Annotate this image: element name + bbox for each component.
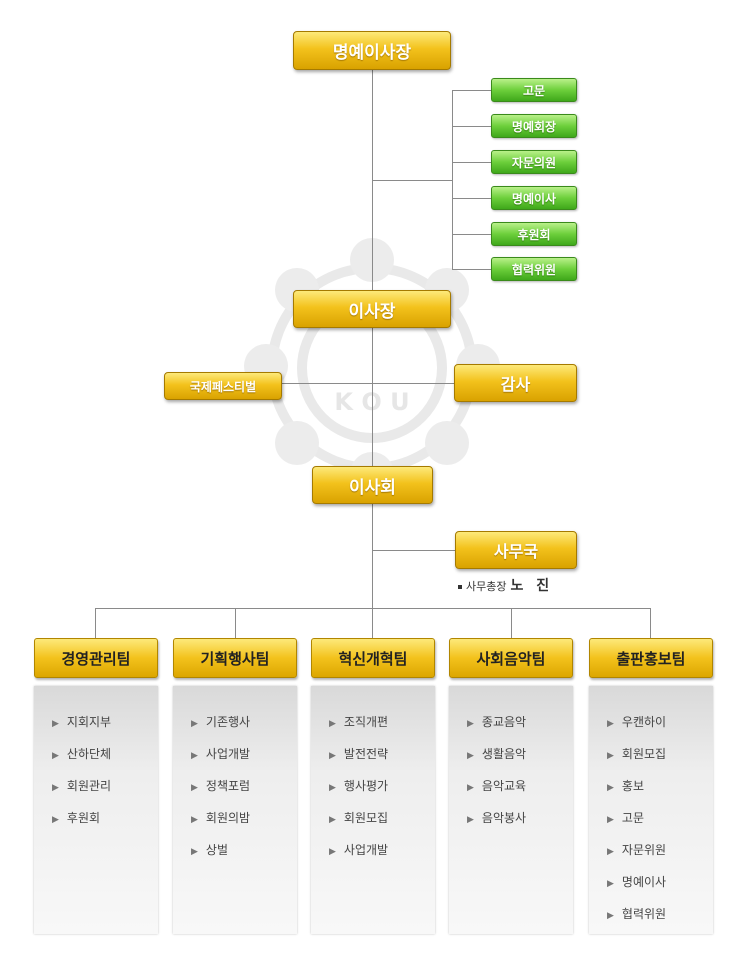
list-item: 회원관리 [52,770,158,802]
list-item: 지회지부 [52,706,158,738]
team-list-publishing-pr: 우캔하이 회원모집 홍보 고문 자문위원 명예이사 협력위원 [589,686,713,934]
list-item: 음악교육 [467,770,573,802]
connector-line [452,90,453,270]
list-item: 우캔하이 [607,706,713,738]
connector-line [452,162,492,163]
team-list-innovation: 조직개편 발전전략 행사평가 회원모집 사업개발 [311,686,435,934]
list-item: 회원모집 [607,738,713,770]
chairman-box: 이사장 [293,290,451,328]
list-item: 사업개발 [191,738,297,770]
secretary-general-name: 노 진 [510,578,554,594]
international-festival-box: 국제페스티벌 [164,372,282,400]
list-item: 발전전략 [329,738,435,770]
list-item: 회원의밤 [191,802,297,834]
team-list-planning: 기존행사 사업개발 정책포럼 회원의밤 상벌 [173,686,297,934]
list-item: 기존행사 [191,706,297,738]
secretariat-box: 사무국 [455,531,577,569]
connector-line [452,126,492,127]
team-header-planning: 기획행사팀 [173,638,297,678]
list-item: 자문위원 [607,834,713,866]
list-item: 명예이사 [607,866,713,898]
list-item: 홍보 [607,770,713,802]
connector-line [95,608,96,638]
advisory-box-honorary-president: 명예회장 [491,114,577,138]
connector-line [452,234,492,235]
advisory-box-sponsors: 후원회 [491,222,577,246]
team-header-innovation: 혁신개혁팀 [311,638,435,678]
list-item: 종교음악 [467,706,573,738]
list-item: 상벌 [191,834,297,866]
list-item: 정책포럼 [191,770,297,802]
auditor-box: 감사 [454,364,577,402]
list-item: 음악봉사 [467,802,573,834]
connector-line [372,550,455,551]
list-item: 후원회 [52,802,158,834]
team-header-management: 경영관리팀 [34,638,158,678]
honorary-chairman-box: 명예이사장 [293,31,451,70]
connector-line [452,90,492,91]
connector-line [235,608,236,638]
connector-line [452,198,492,199]
connector-line [452,269,492,270]
advisory-box-cooperation-member: 협력위원 [491,257,577,281]
advisory-box-honorary-director: 명예이사 [491,186,577,210]
connector-line [650,608,651,638]
advisory-box-advisory-member: 자문의원 [491,150,577,174]
list-item: 조직개편 [329,706,435,738]
list-item: 행사평가 [329,770,435,802]
connector-line [372,608,373,638]
team-list-management: 지회지부 산하단체 회원관리 후원회 [34,686,158,934]
secretary-general-title: 사무총장 [466,580,507,593]
list-item: 사업개발 [329,834,435,866]
list-item: 생활음악 [467,738,573,770]
team-list-social-music: 종교음악 생활음악 음악교육 음악봉사 [449,686,573,934]
list-item: 회원모집 [329,802,435,834]
advisory-box-advisor: 고문 [491,78,577,102]
connector-line [282,383,454,384]
connector-line [372,70,373,610]
team-header-publishing-pr: 출판홍보팀 [589,638,713,678]
list-item: 고문 [607,802,713,834]
bullet-icon [458,585,462,589]
team-header-social-music: 사회음악팀 [449,638,573,678]
list-item: 협력위원 [607,898,713,930]
list-item: 산하단체 [52,738,158,770]
connector-line [372,180,452,181]
connector-line [511,608,512,638]
board-box: 이사회 [312,466,433,504]
